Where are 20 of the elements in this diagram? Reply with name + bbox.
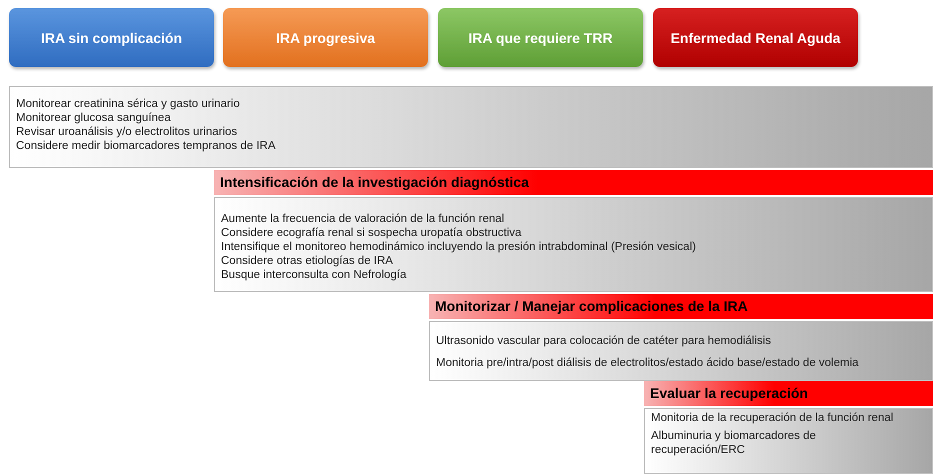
step-heading: Monitorizar / Manejar complicaciones de la IRA	[429, 294, 933, 321]
action-text: Monitorear glucosa sanguínea	[16, 111, 172, 125]
action-text: Revisar uroanálisis y/o electrolitos urinarios	[16, 125, 238, 139]
stage-header: IRA que requiere TRR	[438, 8, 643, 67]
step-heading: Evaluar la recuperación	[644, 381, 933, 408]
action-text: Albuminuria y biomarcadores de recuperación/ERC	[651, 429, 817, 457]
action-text: Monitorear creatinina sérica y gasto urinario	[16, 97, 241, 111]
stage-header: IRA sin complicación	[9, 8, 214, 67]
action-text: Aumente la frecuencia de valoración de la función renal	[221, 212, 506, 226]
action-text: Considere ecografía renal si sospecha uropatía obstructiva	[221, 226, 522, 240]
action-text: Intensifique el monitoreo hemodinámico incluyendo la presión intrabdominal (Presión vesical)	[221, 240, 697, 254]
step-heading: Intensificación de la investigación diagnóstica	[214, 170, 933, 197]
action-text: Monitoria pre/intra/post diálisis de electrolitos/estado ácido base/estado de volemia	[436, 356, 860, 370]
action-text: Ultrasonido vascular para colocación de catéter para hemodiálisis	[436, 334, 772, 348]
action-text: Considere medir biomarcadores tempranos de IRA	[16, 139, 277, 153]
action-text: Monitoria de la recuperación de la función renal	[651, 411, 894, 425]
stage-header: IRA progresiva	[223, 8, 428, 67]
stage-header: Enfermedad Renal Aguda	[653, 8, 858, 67]
action-text: Busque interconsulta con Nefrología	[221, 268, 408, 282]
action-text: Considere otras etiologías de IRA	[221, 254, 394, 268]
